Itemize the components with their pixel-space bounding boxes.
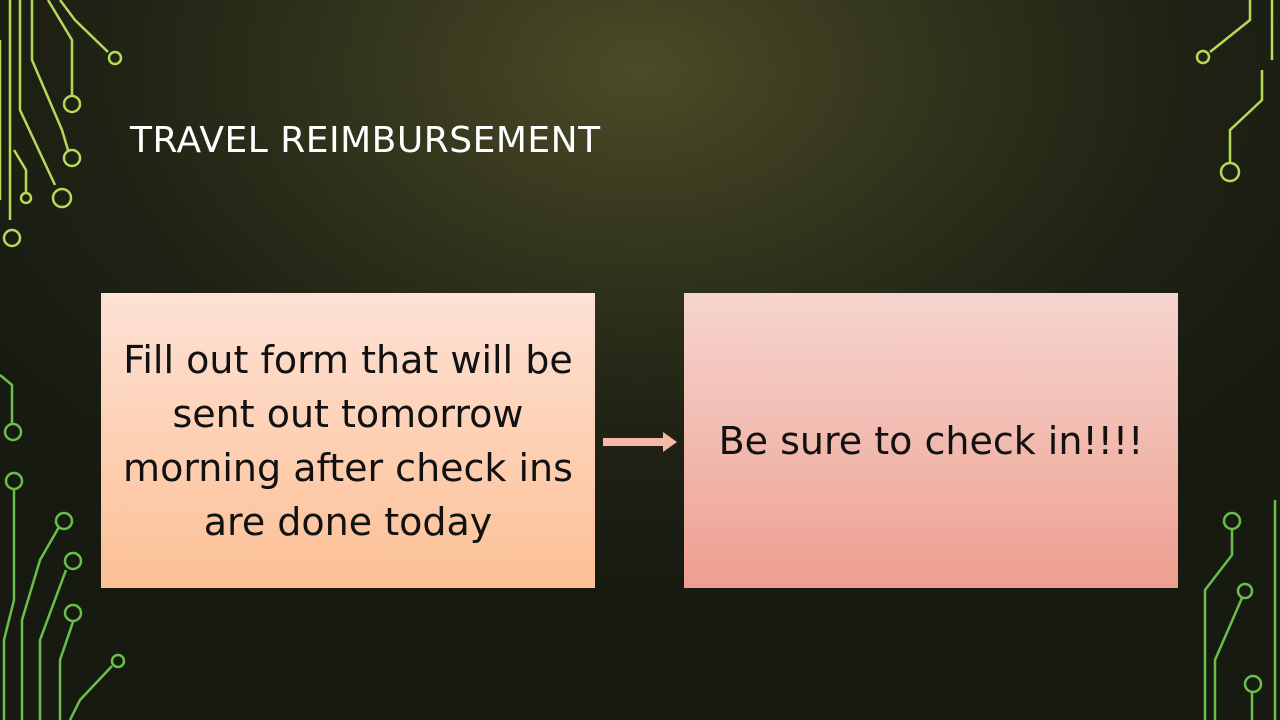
slide-title: TRAVEL REIMBURSEMENT — [130, 120, 601, 161]
step-1-box: Fill out form that will be sent out tomo… — [101, 293, 595, 588]
step-1-text: Fill out form that will be sent out tomo… — [123, 337, 573, 544]
right-arrow-icon — [603, 432, 677, 452]
step-2-box: Be sure to check in!!!! — [684, 293, 1178, 588]
step-2-text: Be sure to check in!!!! — [718, 418, 1144, 463]
